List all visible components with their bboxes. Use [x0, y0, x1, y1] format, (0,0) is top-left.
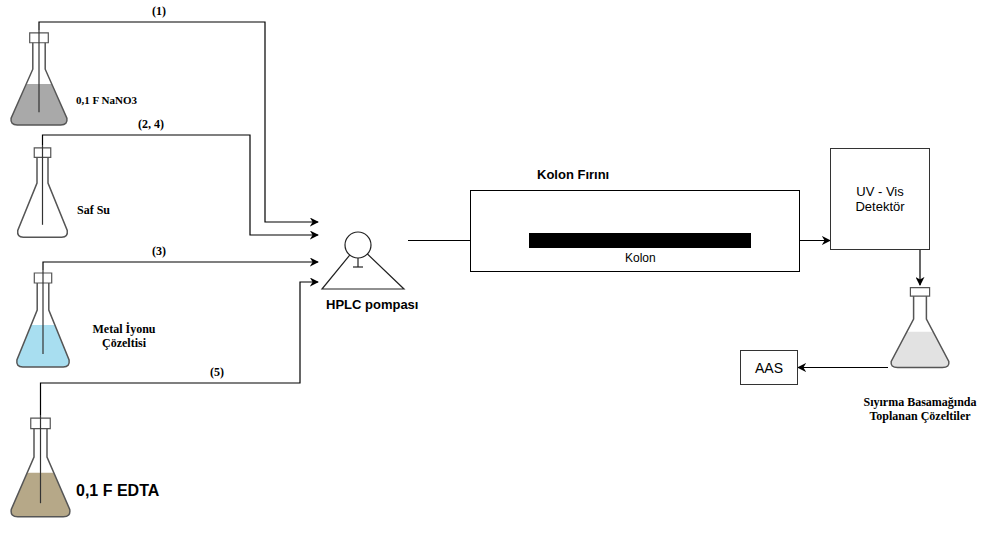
line-number: (2, 4): [136, 117, 166, 131]
flow-connector: [43, 135, 319, 235]
flask-shape: [14, 270, 72, 370]
node-label: Kolon: [625, 251, 656, 265]
flask-shape: [8, 30, 70, 128]
flow-connector: [43, 262, 318, 270]
node-label: AAS: [755, 360, 783, 376]
node-label: Metal İyonu Çözeltisi: [76, 322, 172, 351]
pump-symbol: HPLC pompası: [318, 215, 408, 290]
line-number: (1): [150, 4, 168, 18]
flask-shape: [15, 145, 70, 240]
line-number: (5): [208, 365, 226, 379]
flow-connector: [39, 22, 318, 222]
node-label: Kolon Fırını: [537, 167, 609, 183]
flow-connector: [41, 282, 319, 415]
detector-box: UV - Vis Detektör: [830, 148, 930, 250]
instrument-box: AAS: [740, 350, 798, 385]
flow-connector: [798, 367, 888, 368]
node-label: 0,1 F EDTA: [76, 481, 159, 500]
collection-flask: Sıyırma Basamağında Toplanan Çözeltiler: [888, 285, 952, 370]
flask-reservoir: 0,1 F NaNO3: [8, 30, 70, 128]
flask-reservoir: Saf Su: [15, 145, 70, 240]
node-label: UV - Vis Detektör: [840, 184, 920, 214]
pump-shape: [318, 215, 408, 290]
column-bar: Kolon: [529, 233, 751, 248]
node-label: Saf Su: [77, 203, 110, 217]
flask-reservoir: Metal İyonu Çözeltisi: [14, 270, 72, 370]
flask-reservoir: 0,1 F EDTA: [8, 415, 73, 520]
flow-connector: [919, 250, 920, 285]
line-number: (3): [150, 244, 168, 258]
node-label: Sıyırma Basamağında Toplanan Çözeltiler: [858, 395, 982, 424]
flask-shape: [8, 415, 73, 520]
flask-shape: [888, 285, 952, 370]
oven-box: Kolon FırınıKolon: [470, 190, 800, 272]
node-label: 0,1 F NaNO3: [76, 94, 137, 107]
node-label: HPLC pompası: [326, 297, 418, 313]
